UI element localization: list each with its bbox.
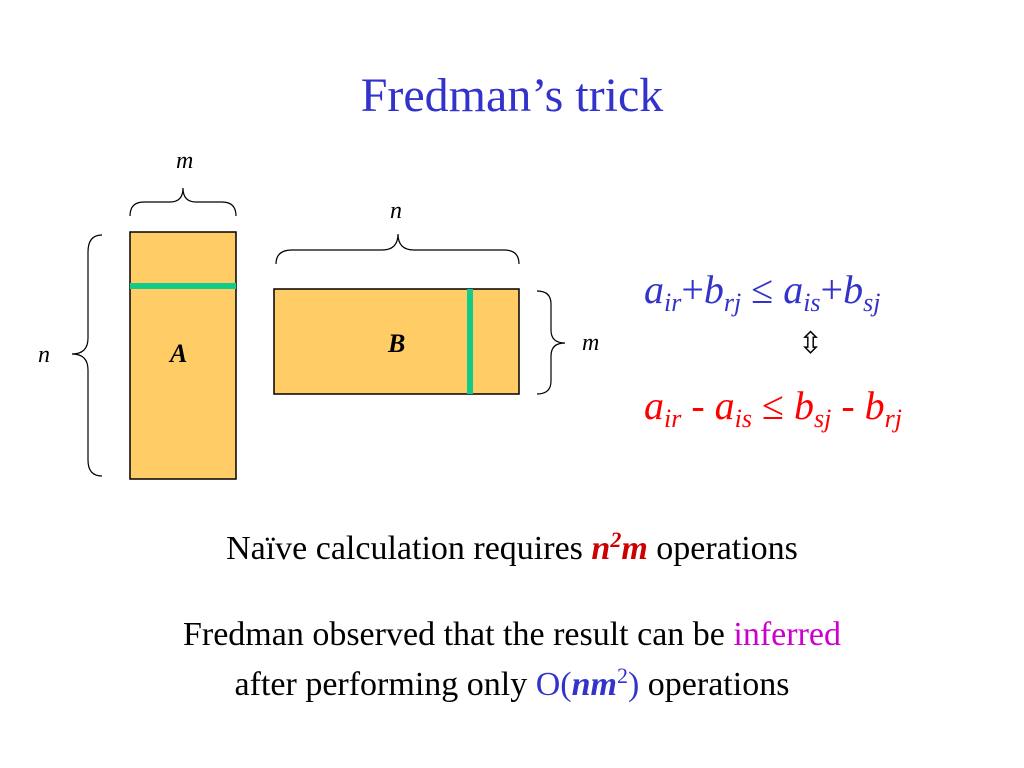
brace-b-height [536,290,566,395]
matrix-b [273,288,520,395]
brace-b-width-label: n [390,198,402,224]
line1-m: m [621,530,648,567]
brace-b-height-label: m [582,330,599,356]
onm-expression: O(nm2) [535,663,640,704]
matrix-a [129,231,237,480]
eq-top-a-sub: ir [664,288,682,317]
inferred-highlight: inferred [733,616,842,653]
naive-calculation-text: Naïve calculation requires n2m operation… [0,528,1024,570]
eq-bottom-a: a [644,383,664,428]
eq-bottom-minus1: - [691,383,705,428]
eq-top-plus2: + [820,267,844,312]
eq-top-b: b [703,267,724,312]
brace-a-height [71,234,103,477]
line1-suffix: operations [647,530,798,567]
fredman-observation-text: Fredman observed that the result can be … [0,614,1024,656]
matrix-b-label: B [387,329,405,358]
slide-title: Fredman’s trick [360,69,664,122]
eq-bottom-b: b [793,383,814,428]
matrix-a-label: A [168,339,187,368]
line3-exp: 2 [616,663,628,688]
inequality-bottom: air - ais ≤ bsj - brj [644,383,902,432]
brace-a-width [129,187,237,217]
brace-a-height-label: n [38,342,50,368]
eq-top-a: a [644,267,664,312]
line3-prefix: after performing only [234,666,536,703]
eq-bottom-leq: ≤ [762,383,784,428]
line3-o-open: O( [535,666,572,703]
line2-prefix: Fredman observed that the result can be [182,616,734,653]
eq-bottom-b2: b [864,383,885,428]
eq-bottom-a2-sub: is [734,404,753,433]
inequality-top: air+brj ≤ ais+bsj [644,267,880,316]
brace-a-width-label: m [176,148,193,174]
line1-exp: 2 [610,527,622,552]
eq-top-plus1: + [681,267,704,312]
eq-bottom-minus2: - [841,383,855,428]
eq-bottom-b2-sub: rj [884,404,902,433]
eq-bottom-a2: a [714,383,735,428]
fredman-complexity-text: after performing only O(nm2) operations [0,664,1024,706]
line3-nm: nm [571,666,617,703]
eq-top-b-sub: rj [723,288,742,317]
eq-bottom-a-sub: ir [664,404,682,433]
n2m-expression: n2m [591,527,648,568]
line1-prefix: Naïve calculation requires [226,530,592,567]
eq-top-a2-sub: is [803,288,821,317]
eq-top-b2-sub: sj [863,288,881,317]
equivalence-arrow-icon: ⇳ [798,326,824,361]
line3-suffix: operations [639,666,790,703]
eq-top-b2: b [843,267,864,312]
eq-bottom-b-sub: sj [813,404,832,433]
eq-top-a2: a [783,267,804,312]
line1-n: n [591,530,611,567]
brace-b-width [275,233,520,265]
line3-close: ) [627,666,640,703]
eq-top-leq: ≤ [751,267,774,312]
